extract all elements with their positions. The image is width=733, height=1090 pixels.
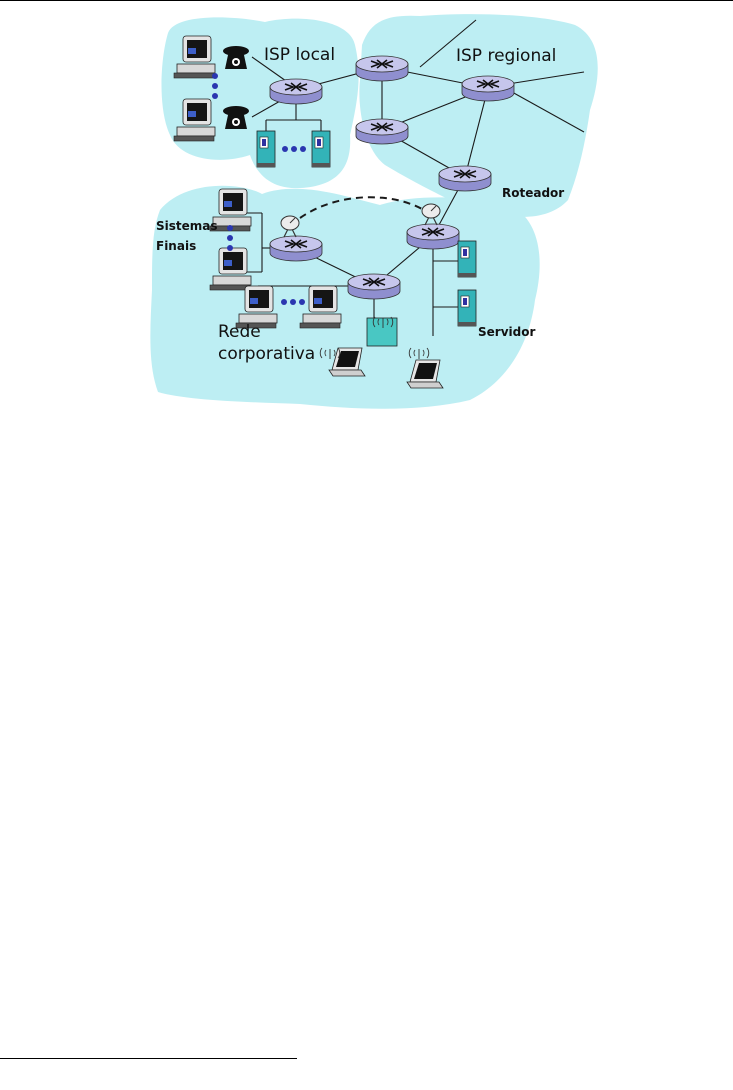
ellipsis-dots-icon [282, 146, 306, 152]
corporate-router-icon [407, 224, 459, 249]
corporate-router-icon [348, 274, 400, 299]
rede-corporativa-label-line1: Rede [218, 322, 261, 342]
server-icon [312, 131, 330, 167]
servidor-label: Servidor [478, 325, 535, 339]
ellipsis-dots-icon [227, 225, 233, 251]
wireless-access-point-icon [367, 318, 397, 346]
isp-local-router-icon [270, 79, 322, 104]
ellipsis-dots-icon [281, 299, 305, 305]
sistemas-finais-label-line1: Sistemas [156, 219, 218, 233]
server-icon [257, 131, 275, 167]
footnote-rule [0, 1058, 297, 1059]
regional-router-icon [356, 56, 408, 81]
regional-router-icon [356, 119, 408, 144]
roteador-router-icon [439, 166, 491, 191]
corporate-router-icon [270, 236, 322, 261]
rede-corporativa-label-line2: corporativa [218, 344, 315, 364]
isp-regional-label: ISP regional [456, 46, 556, 66]
ellipsis-dots-icon [212, 73, 218, 99]
roteador-label: Roteador [502, 186, 564, 200]
server-icon [458, 290, 476, 326]
regional-router-icon [462, 76, 514, 101]
server-icon [458, 241, 476, 277]
isp-local-label: ISP local [264, 45, 335, 65]
sistemas-finais-label-line2: Finais [156, 239, 196, 253]
